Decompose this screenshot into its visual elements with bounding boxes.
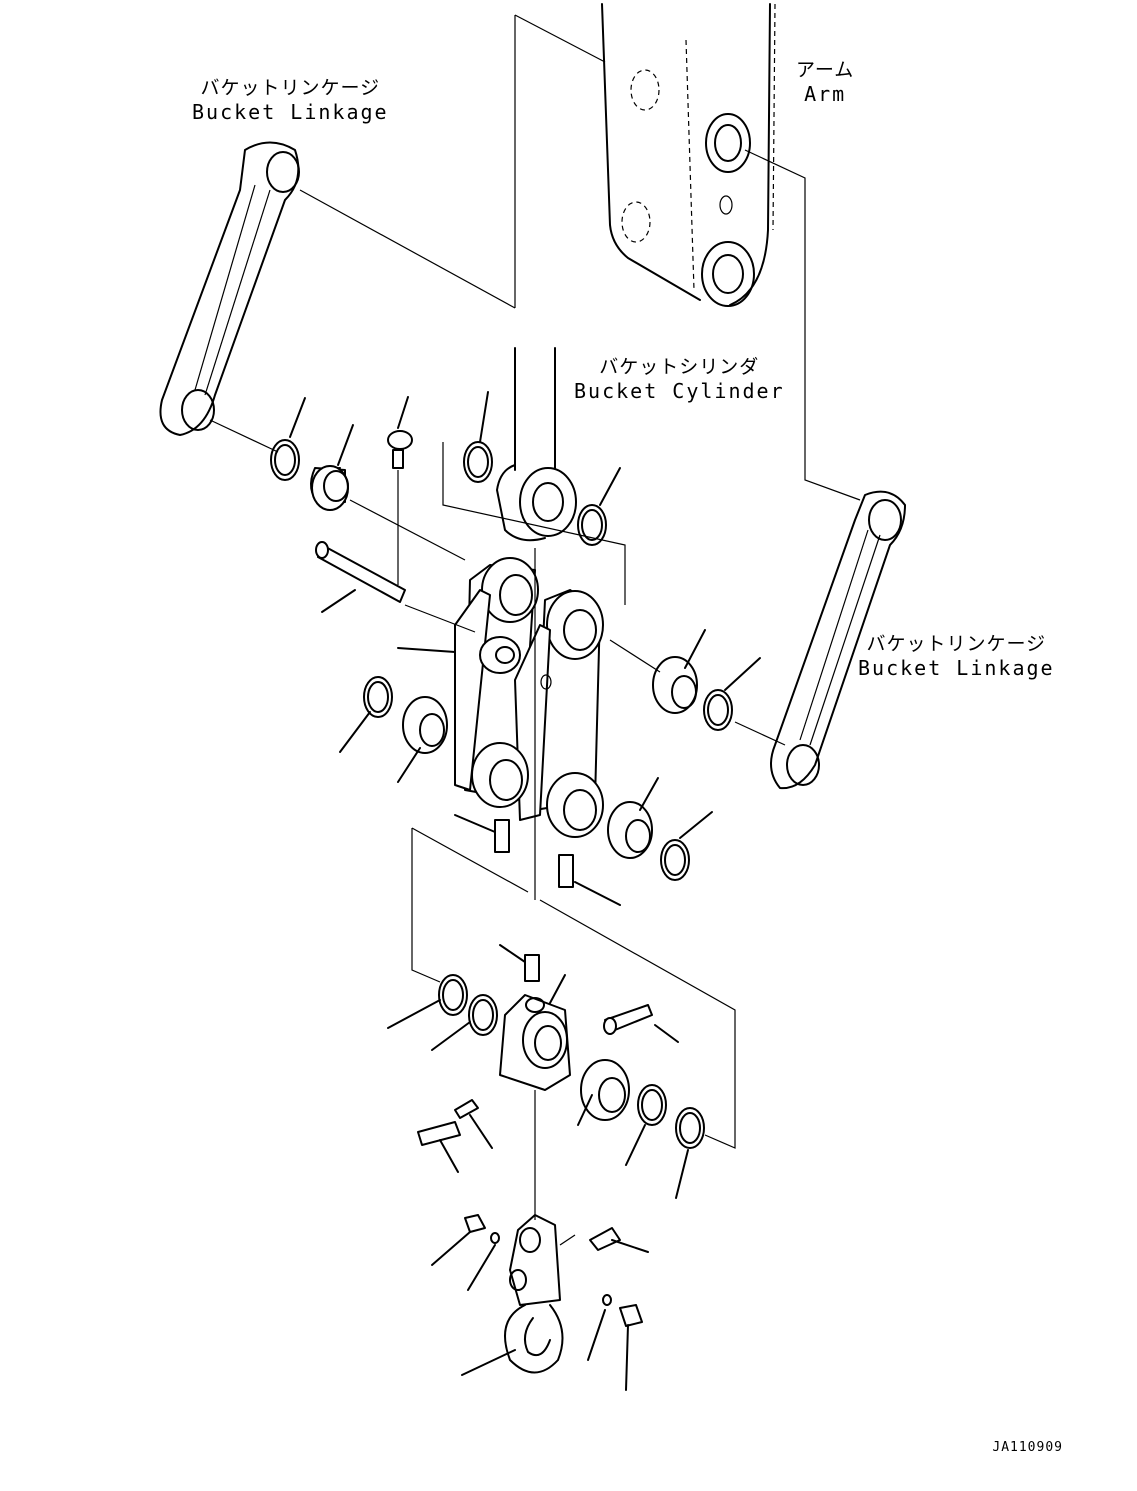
- label-arm-en: Arm: [804, 82, 847, 106]
- label-arm-jp: アーム: [796, 59, 855, 81]
- arm-part: [601, 3, 776, 307]
- bucket-cylinder-part: [496, 347, 577, 542]
- drawing-code: JA110909: [992, 1440, 1063, 1455]
- label-arm: アーム Arm: [796, 58, 854, 106]
- label-bucket-linkage-right: バケットリンケージ Bucket Linkage: [858, 632, 1055, 680]
- hook-adapter-part: [417, 974, 705, 1149]
- label-bucket-linkage-left-en: Bucket Linkage: [192, 100, 389, 124]
- bucket-linkage-left-part: [159, 141, 300, 436]
- mid-seals-bushings: [363, 656, 733, 982]
- callout-leaders: [289, 391, 761, 1391]
- label-bucket-linkage-right-en: Bucket Linkage: [858, 656, 1055, 680]
- label-bucket-linkage-left-jp: バケットリンケージ: [200, 77, 381, 99]
- label-bucket-cylinder: バケットシリンダ Bucket Cylinder: [574, 355, 785, 403]
- label-bucket-linkage-right-jp: バケットリンケージ: [866, 633, 1047, 655]
- upper-seals-bushings: [270, 430, 607, 603]
- h-link-part: [454, 557, 604, 838]
- label-bucket-linkage-left: バケットリンケージ Bucket Linkage: [192, 76, 389, 124]
- label-bucket-cylinder-jp: バケットシリンダ: [599, 356, 760, 378]
- assembly-lines: [209, 14, 861, 1246]
- label-bucket-cylinder-en: Bucket Cylinder: [574, 379, 785, 403]
- bucket-linkage-right-part: [770, 490, 906, 790]
- hook-part: [464, 1214, 643, 1374]
